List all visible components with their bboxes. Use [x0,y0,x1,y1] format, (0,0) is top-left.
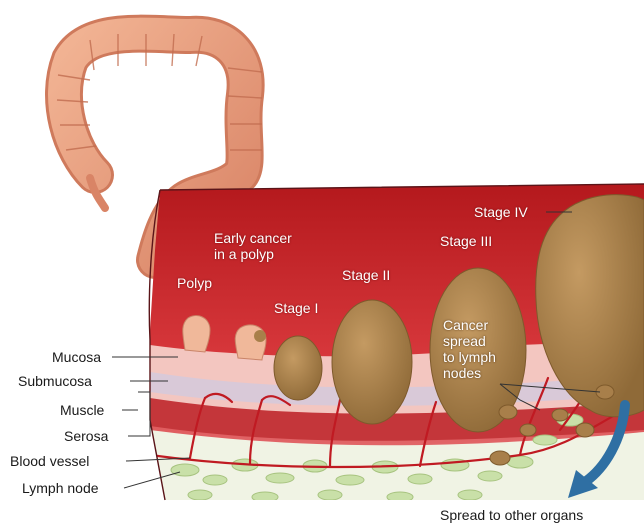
label-lymph-spread-line-1: Cancer [443,318,488,333]
label-lymph-node: Lymph node [22,480,99,496]
stage-2-tumor [332,300,412,424]
polyp-growth [183,316,210,352]
label-stage-2: Stage II [342,267,390,283]
label-early-cancer-line-1: Early cancer [214,230,292,246]
early-cancer-polyp [235,325,266,360]
label-serosa: Serosa [64,428,108,444]
stage-1-tumor [274,336,322,400]
label-lymph-spread-line-3: to lymph [443,350,496,365]
label-submucosa: Submucosa [18,373,92,389]
label-blood-vessel: Blood vessel [10,453,89,469]
label-stage-3: Stage III [440,233,492,249]
label-lymph-spread-line-2: spread [443,334,486,349]
label-polyp: Polyp [177,275,212,291]
label-lymph-spread-line-4: nodes [443,366,481,381]
label-mucosa: Mucosa [52,349,101,365]
label-muscle: Muscle [60,402,104,418]
label-stage-1: Stage I [274,300,318,316]
label-stage-4: Stage IV [474,204,528,220]
label-spread-to-other-organs: Spread to other organs [440,507,583,523]
label-early-cancer-line-2: in a polyp [214,246,274,262]
